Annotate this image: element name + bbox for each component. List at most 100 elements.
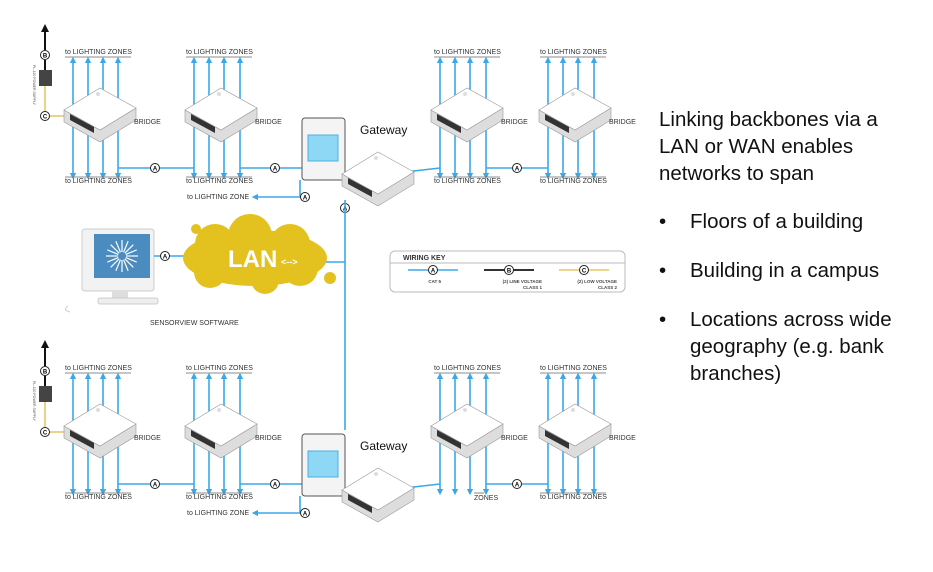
software-label: SENSORVIEW SOFTWARE bbox=[150, 320, 239, 327]
computer-icon bbox=[64, 228, 159, 313]
connector-a: A bbox=[150, 163, 160, 173]
bullet-campus: • Building in a campus bbox=[659, 257, 919, 284]
connector-label: B bbox=[43, 369, 48, 375]
connector-a: A bbox=[270, 163, 280, 173]
connector-label: B bbox=[507, 268, 512, 274]
wiring-key-text: (2) LINE VOLTAGE bbox=[503, 279, 542, 284]
connector-a: A bbox=[150, 479, 160, 489]
gateway-label: Gateway bbox=[360, 439, 407, 453]
zone-label: to LIGHTING ZONES bbox=[186, 494, 253, 501]
connector-label: A bbox=[515, 482, 520, 488]
ports bbox=[437, 114, 461, 133]
zone-label: to LIGHTING ZONE bbox=[187, 194, 250, 201]
zone-label: to LIGHTING ZONES bbox=[540, 494, 607, 501]
bullet-list: • Floors of a building • Building in a cam… bbox=[659, 208, 919, 387]
bullet-text: Floors of a building bbox=[690, 210, 864, 233]
ports bbox=[191, 114, 215, 133]
bullet-mark: • bbox=[659, 210, 667, 233]
connector-label: C bbox=[43, 114, 48, 120]
ports bbox=[70, 430, 94, 449]
wiring-key-text: CLASS 1 bbox=[523, 285, 543, 290]
bullet-locations: •Locations across wide geography (e.g. b… bbox=[659, 306, 919, 387]
connector-b: B bbox=[40, 50, 50, 60]
burst-ray bbox=[124, 258, 134, 268]
gateway-label: Gateway bbox=[360, 123, 407, 137]
zone-label: to LIGHTING ZONES bbox=[434, 178, 501, 185]
gateway-screen bbox=[307, 450, 339, 478]
zone-label: to LIGHTING ZONES bbox=[540, 365, 607, 372]
bridge-label: BRIDGE bbox=[255, 119, 282, 126]
ports bbox=[545, 430, 569, 449]
connector-a: A bbox=[300, 192, 310, 202]
lan-label: LAN bbox=[228, 246, 277, 273]
connector-label: A bbox=[515, 166, 520, 172]
zone-label: to LIGHTING ZONES bbox=[540, 178, 607, 185]
connector-a: A bbox=[300, 508, 310, 518]
burst-ray bbox=[124, 244, 134, 254]
lan-arrow-label: <--> bbox=[281, 257, 298, 267]
burst-ray bbox=[125, 249, 138, 256]
bridge-label: BRIDGE bbox=[255, 435, 282, 442]
ports bbox=[348, 494, 372, 513]
connector-label: A bbox=[153, 482, 158, 488]
wiring-key-text: (2) LOW VOLTAGE bbox=[577, 279, 617, 284]
burst-ray bbox=[122, 240, 129, 253]
wiring-key-item: A CAT 5 bbox=[408, 265, 458, 284]
ports bbox=[348, 178, 372, 197]
connector-b: B bbox=[504, 265, 514, 275]
burst-ray bbox=[110, 258, 120, 268]
gateway-bridge bbox=[341, 467, 415, 523]
connector-label: A bbox=[303, 195, 308, 201]
ports bbox=[70, 114, 94, 133]
connector-c: C bbox=[40, 111, 50, 121]
bridge-3 bbox=[430, 87, 504, 143]
burst-ray bbox=[110, 244, 120, 254]
bridge-3 bbox=[430, 403, 504, 459]
zone-label: to LIGHTING ZONES bbox=[65, 494, 132, 501]
gateway: Gateway bbox=[301, 433, 415, 523]
bridge-label: BRIDGE bbox=[609, 435, 636, 442]
connector-a: A bbox=[512, 479, 522, 489]
zone-label: to LIGHTING ZONES bbox=[65, 365, 132, 372]
ports bbox=[191, 430, 215, 449]
zone-label: to LIGHTING ZONES bbox=[65, 49, 132, 56]
bridge-label: BRIDGE bbox=[501, 435, 528, 442]
bridge-1 bbox=[63, 403, 137, 459]
side-text: Linking backbones via a LAN or WAN enabl… bbox=[659, 106, 919, 409]
connector-label: A bbox=[273, 166, 278, 172]
ports bbox=[437, 430, 461, 449]
bridge-2 bbox=[184, 87, 258, 143]
power-supply-label: PL-120 POWER SUPPLY bbox=[32, 381, 36, 422]
svg-text:A: A bbox=[163, 255, 168, 261]
zone-label: to LIGHTING ZONE bbox=[187, 510, 250, 517]
lan-cloud bbox=[183, 214, 336, 294]
bullet-text: Building in a campus bbox=[690, 259, 880, 282]
power-adapter-icon bbox=[39, 386, 52, 402]
bridge-4 bbox=[538, 87, 612, 143]
bridge-label: BRIDGE bbox=[134, 435, 161, 442]
bridge-4 bbox=[538, 403, 612, 459]
connector-b: B bbox=[40, 366, 50, 376]
wiring-key-text: CAT 5 bbox=[428, 279, 441, 284]
bullet-mark: • bbox=[659, 259, 667, 282]
burst-ray bbox=[122, 259, 129, 272]
connector-label: A bbox=[303, 511, 308, 517]
burst-ray bbox=[106, 249, 119, 256]
gateway-screen bbox=[307, 134, 339, 162]
intro-text: Linking backbones via a LAN or WAN enabl… bbox=[659, 108, 878, 185]
zone-label: to LIGHTING ZONES bbox=[186, 178, 253, 185]
connector-a: A bbox=[428, 265, 438, 275]
bridge-label: BRIDGE bbox=[501, 119, 528, 126]
burst-ray bbox=[115, 259, 122, 272]
gateway-bridge bbox=[341, 151, 415, 207]
zone-label: to LIGHTING ZONES bbox=[186, 49, 253, 56]
burst-ray bbox=[115, 240, 122, 253]
burst-ray bbox=[106, 256, 119, 263]
power-adapter-icon bbox=[39, 70, 52, 86]
connector-label: A bbox=[273, 482, 278, 488]
